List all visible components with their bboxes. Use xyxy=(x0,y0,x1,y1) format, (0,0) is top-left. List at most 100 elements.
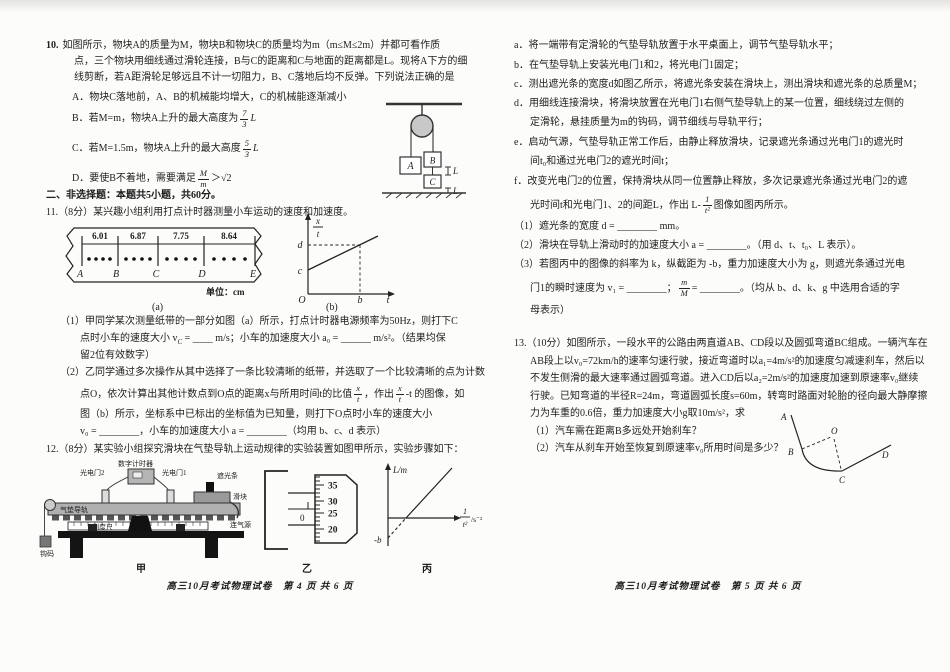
c-tick-label: c xyxy=(298,266,303,277)
slider-block xyxy=(193,491,231,504)
q11-part1-line2: 点时小车的速度大小 vC = ____ m/s；小车的加速度大小 a₀ = __… xyxy=(80,331,475,348)
tape-distance-4: 8.64 xyxy=(221,231,237,241)
q12-part1: （1）遮光条的宽度 d = ________ mm。 xyxy=(514,221,686,232)
thimble xyxy=(314,474,358,544)
q13-part2: （2）汽车从刹车开始至恢复到原速率v₀所用时间是多少？ xyxy=(530,443,784,454)
q12-part3-line3: 母表示） xyxy=(530,305,570,316)
section-2-header: 二、非选择题：本题共5小题，共60分。 xyxy=(46,190,221,201)
thimble-major-ticks xyxy=(315,484,324,530)
table-top xyxy=(58,531,244,538)
tape-point-e: E xyxy=(249,269,256,280)
tape-point-c: C xyxy=(153,269,160,280)
thimble-minor-ticks xyxy=(315,476,320,542)
q10-option-c-post: L xyxy=(252,143,259,154)
figure-jia-caption: 甲 xyxy=(136,564,146,575)
q13-line3: 不发生侧滑的最大速率通过圆弧弯道。进入CD后以a₂=2m/s²的加速度加速到原速… xyxy=(530,373,919,384)
fraction-numerator: m xyxy=(678,277,690,289)
block-c-label: C xyxy=(429,177,436,187)
step-b: b．在气垫导轨上安装光电门1和2，将光电门1固定； xyxy=(514,60,744,71)
q11-part2-line3: 图（b）所示，坐标系中已标出的坐标值为已知量，则打下O点时小车的速度大小 xyxy=(80,409,433,420)
tape-outline xyxy=(65,227,263,283)
q11-part2-line2-a: 点O，依次计算出其他计数点到O点的距离x与所用时间t的比值 xyxy=(80,388,353,400)
q10-stem-text-1: 如图所示，物块A的质量为M，物块B和物块C的质量均为m（m≤M≤2m）并都可看作… xyxy=(62,40,441,51)
fraction-numerator: x xyxy=(396,383,404,395)
step-f-line2-pre: 光时间t和光电门1、2的间距L，作出 L- xyxy=(530,199,701,211)
q13-line1: 13.（10分）如图所示，一段水平的公路由两直道AB、CD段以及圆弧弯道BC组成… xyxy=(514,338,928,349)
page5-footer: 高三10月考试物理试卷 第 5 页 共 6 页 xyxy=(614,582,802,592)
tape-point-a: A xyxy=(76,269,84,280)
y-label-numerator: x xyxy=(315,216,320,226)
question-13: 13.（10分）如图所示，一段水平的公路由两直道AB、CD段以及圆弧弯道BC组成… xyxy=(514,336,928,459)
hook-weight xyxy=(39,535,52,548)
thimble-30: 30 xyxy=(328,498,338,508)
data-line xyxy=(307,235,379,271)
q10-option-a: A．物块C落地前，A、B的机械能均增大，C的机械能逐渐减小 xyxy=(72,92,347,103)
thimble-35: 35 xyxy=(328,482,338,492)
road-arc-bc xyxy=(801,448,843,472)
q12-part2: （2）滑块在导轨上滑动时的加速度大小 a = ________。（用 d、t、t… xyxy=(514,240,862,251)
origin-label: O xyxy=(298,295,305,306)
timer-wire-left xyxy=(105,476,129,492)
fraction-denominator: 3 xyxy=(244,148,249,159)
q10-stem-line-3: 线剪断，若A距滑轮足够远且不计一切阻力，B、C落地后均不反弹。下列说法正确的是 xyxy=(74,72,455,83)
fraction-numerator: 5 xyxy=(242,137,251,150)
fraction-numerator: 1 xyxy=(702,194,712,206)
fraction-denominator: t² xyxy=(704,205,710,215)
step-a: a．将一端带有定滑轮的气垫导轨放置于水平桌面上，调节气垫导轨水平； xyxy=(514,40,839,51)
hook-weight-label: 钩码 xyxy=(40,549,54,558)
q10-option-d-text: D．要使B不着地，需要满足 xyxy=(72,173,196,184)
tape-dots xyxy=(87,257,247,261)
photogate-1-label: 光电门1 xyxy=(162,468,187,477)
y-label-denominator: t xyxy=(317,229,320,239)
photogate-1 xyxy=(166,489,175,504)
q13-line2: AB段上以v₀=72km/h的速率匀速行驶，接近弯道时以a₁=4m/s²的加速度… xyxy=(530,355,925,367)
fraction-denominator: t xyxy=(356,394,360,404)
q10-stem-line-1: 10.如图所示，物块A的质量为M，物块B和物块C的质量均为m（m≤M≤2m）并都… xyxy=(46,38,440,54)
step-f-line2-post: 图像如图丙所示。 xyxy=(713,199,794,211)
q11-part2-line1: （2）乙同学通过多次操作从其中选择了一条比较清晰的纸带，并选取了一个比较清晰的点… xyxy=(60,367,485,378)
right-foot xyxy=(176,524,185,531)
q10-option-d-post: ＞√2 xyxy=(211,173,232,184)
paper-tape-diagram: 6.01 6.87 7.75 8.64 A B C D E 单位：cm xyxy=(65,227,263,297)
fraction-numerator: M xyxy=(197,167,209,180)
q10-option-c-text: C．若M=1.5m，物块A上升的最大高度 xyxy=(72,143,241,154)
x-label-unit: /s⁻² xyxy=(471,515,483,524)
figure-b-caption: (b) xyxy=(326,302,338,313)
center-support xyxy=(128,516,152,531)
slider-label: 滑块 xyxy=(233,492,247,501)
ruler-label: 刻度尺 xyxy=(92,523,113,532)
line-dashed-segment xyxy=(387,517,407,539)
q10-option-b-text: B．若M=m，物块A上升的最大高度为 xyxy=(72,113,239,124)
fraction-denominator: t xyxy=(398,394,402,404)
road-curve-diagram: A B C D O xyxy=(780,412,892,485)
left-foot xyxy=(88,524,97,531)
l-graph-diagram: L/m -b 1 t² /s⁻² xyxy=(374,463,483,546)
digital-timer-label: 数字计时器 xyxy=(118,459,153,468)
photogate-2-label: 光电门2 xyxy=(80,468,105,477)
radius-bo xyxy=(801,436,832,450)
air-track-apparatus-diagram: 数字计时器 光电门2 光电门1 遮光条 滑块 气垫导轨 刻度尺 钩码 连气源 xyxy=(39,459,251,558)
fraction-numerator: 7 xyxy=(240,107,249,120)
tape-unit-label: 单位：cm xyxy=(206,286,245,297)
figure-bing-caption: 丙 xyxy=(422,564,432,575)
q11-part1-line3: 留2位有效数字） xyxy=(80,350,155,361)
timer-wire-right xyxy=(153,476,170,492)
step-e-line2: 间t₀和通过光电门2的遮光时间t； xyxy=(530,156,675,167)
air-hose xyxy=(229,501,239,519)
q11-part1-line2-post: = ____ m/s；小车的加速度大小 a₀ = ______ m/s²。（结果… xyxy=(182,333,446,344)
vc-subscript: C xyxy=(177,338,183,346)
q11-parts: （1）甲同学某次测量纸带的一部分如图（a）所示，打点计时器电源频率为50Hz，则… xyxy=(60,314,485,441)
micrometer-diagram: 0 35 30 25 20 xyxy=(264,470,358,550)
road-cd xyxy=(841,444,892,472)
fraction-denominator: 3 xyxy=(242,118,247,129)
tape-point-d: D xyxy=(197,269,206,280)
